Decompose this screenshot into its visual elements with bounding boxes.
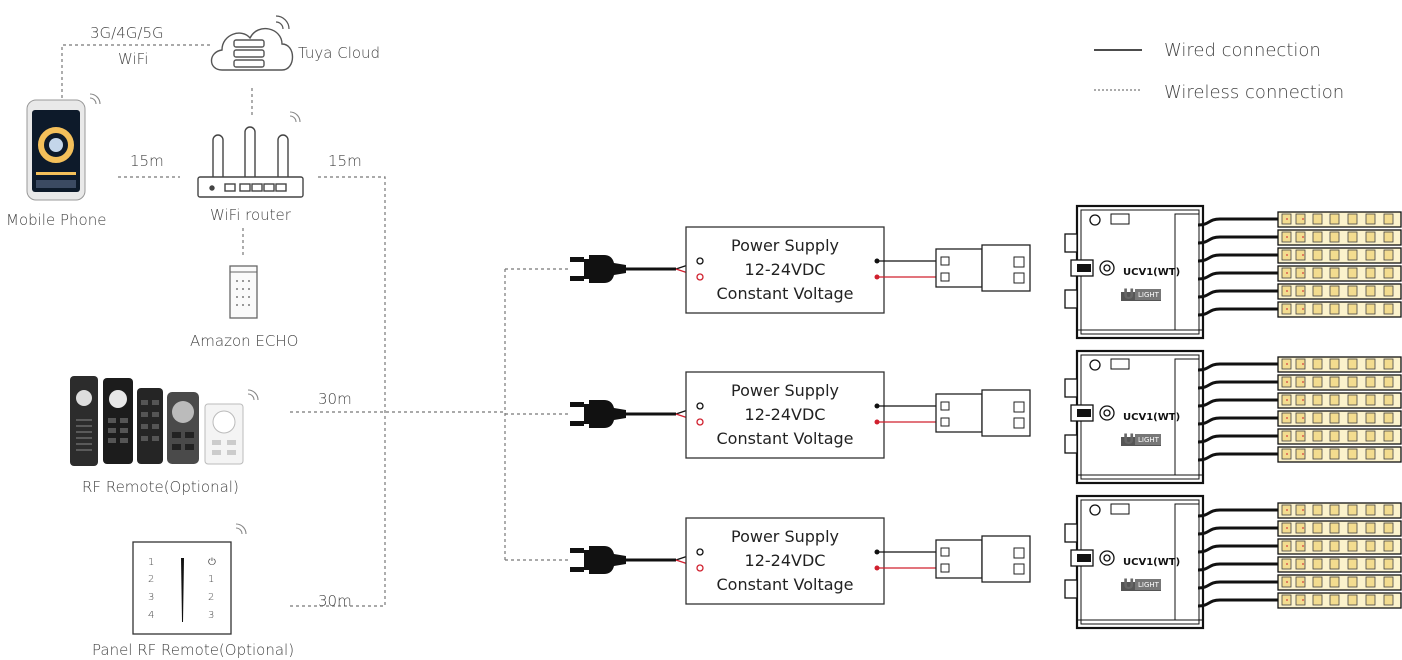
psu-2-line2: 12-24VDC <box>745 405 826 424</box>
panel-key-left-3: 3 <box>148 592 154 603</box>
panel-key-left-4: 4 <box>148 610 154 621</box>
cloud-label: Tuya Cloud <box>298 44 380 62</box>
controller-1-logo-u: U <box>1123 287 1134 303</box>
network-label: 3G/4G/5G <box>90 24 164 42</box>
panel-key-right-1: 1 <box>208 574 214 585</box>
led-strips-3 <box>1196 501 1402 610</box>
mobile-phone-icon <box>26 93 101 201</box>
power-row-3: Power Supply 12-24VDC Constant Voltage U… <box>568 494 1402 630</box>
controller-1-logo-light: LIGHT <box>1138 291 1160 299</box>
panel-rf-remote-icon <box>132 523 247 635</box>
distance-router-right: 15m <box>328 152 362 170</box>
psu-3-line2: 12-24VDC <box>745 551 826 570</box>
logo-badge <box>1135 579 1161 590</box>
controller-2-model: UCV1(WT) <box>1123 412 1180 423</box>
rf-remote-icons <box>70 376 259 466</box>
distance-phone-router: 15m <box>130 152 164 170</box>
panel-key-left-1: 1 <box>148 557 154 568</box>
psu-3-line3: Constant Voltage <box>716 575 853 594</box>
controller-3-model: UCV1(WT) <box>1123 557 1180 568</box>
wireless-links <box>61 44 568 607</box>
logo-badge <box>1135 434 1161 445</box>
legend-wired-label: Wired connection <box>1164 40 1321 61</box>
controller-2-logo-u: U <box>1123 432 1134 448</box>
distance-panel: 30m <box>318 592 352 610</box>
panel-key-right-2: 2 <box>208 592 214 603</box>
distance-rf: 30m <box>318 390 352 408</box>
panel-key-right-power: ⏻ <box>208 557 216 568</box>
controller-1-model: UCV1(WT) <box>1123 267 1180 278</box>
psu-1-line2: 12-24VDC <box>745 260 826 279</box>
panel-key-right-3: 3 <box>208 610 214 621</box>
power-row-2: Power Supply 12-24VDC Constant Voltage U… <box>568 349 1402 485</box>
logo-badge <box>1135 289 1161 300</box>
led-strips-1 <box>1196 210 1402 319</box>
amazon-echo-icon <box>229 265 258 319</box>
psu-3-line1: Power Supply <box>731 527 839 546</box>
router-label: WiFi router <box>210 206 292 224</box>
led-strips-2 <box>1196 355 1402 464</box>
psu-2-line3: Constant Voltage <box>716 429 853 448</box>
psu-2-line1: Power Supply <box>731 381 839 400</box>
controller-3-logo-light: LIGHT <box>1138 581 1160 589</box>
panel-key-left-2: 2 <box>148 574 154 585</box>
psu-1-line3: Constant Voltage <box>716 284 853 303</box>
controller-3-logo-u: U <box>1123 577 1134 593</box>
power-row-1: Power Supply 12-24VDC Constant Voltage U… <box>568 204 1402 340</box>
psu-1-line1: Power Supply <box>731 236 839 255</box>
panel-key-labels: 1 2 3 4 ⏻ 1 2 3 <box>148 557 216 621</box>
rf-remote-label: RF Remote(Optional) <box>82 478 239 496</box>
mobile-phone-label: Mobile Phone <box>6 211 106 229</box>
amazon-echo-label: Amazon ECHO <box>190 332 298 350</box>
cloud-icon <box>210 15 294 71</box>
wifi-label: WiFi <box>118 50 148 68</box>
legend-wireless-label: Wireless connection <box>1164 82 1344 103</box>
legend: Wired connection Wireless connection <box>1094 40 1344 103</box>
wifi-router-icon <box>197 111 304 198</box>
controller-2-logo-light: LIGHT <box>1138 436 1160 444</box>
panel-remote-label: Panel RF Remote(Optional) <box>92 641 294 659</box>
